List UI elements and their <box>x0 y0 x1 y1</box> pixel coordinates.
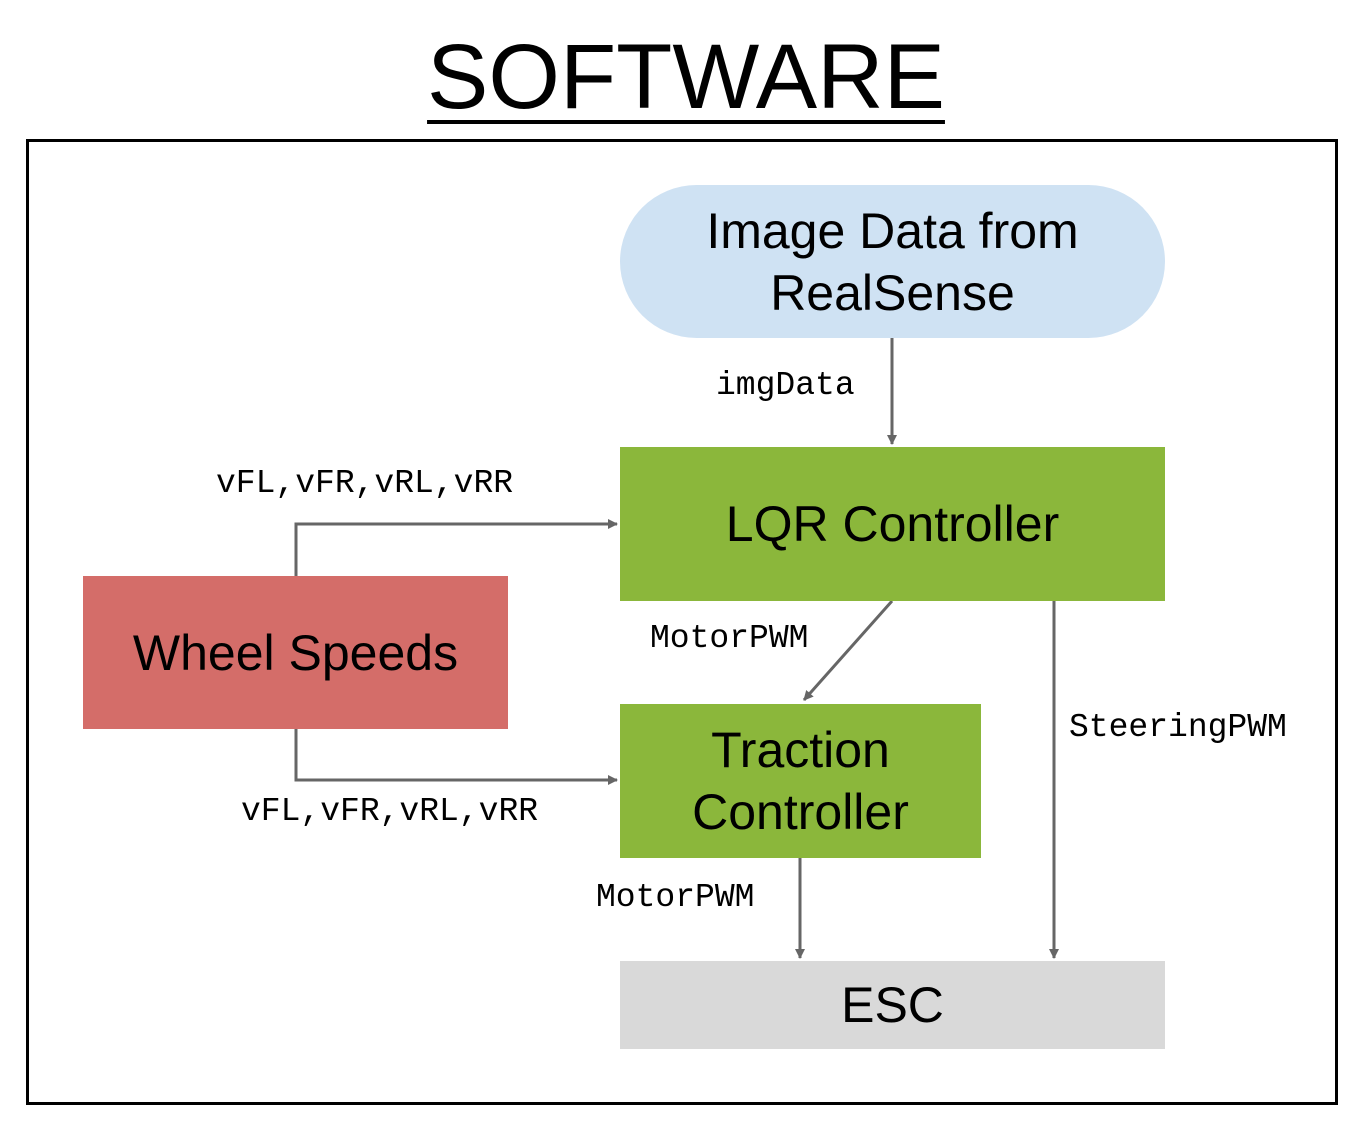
image-data-label: Image Data from RealSense <box>706 202 1079 321</box>
arrow-lqr-to-traction <box>802 600 894 701</box>
image-data-node: Image Data from RealSense <box>620 185 1165 338</box>
edge-label-traction-motorpwm: MotorPWM <box>596 879 755 916</box>
arrow-wheel-to-traction <box>294 729 618 785</box>
edge-label-imgdata: imgData <box>716 367 855 404</box>
traction-controller-label: Traction Controller <box>692 722 909 840</box>
traction-controller-node: Traction Controller <box>620 704 981 858</box>
edge-label-lqr-motorpwm: MotorPWM <box>650 620 809 657</box>
edge-label-wheel-to-traction: vFL,vFR,vRL,vRR <box>241 793 539 830</box>
edge-label-steeringpwm: SteeringPWM <box>1069 709 1287 746</box>
lqr-controller-label: LQR Controller <box>725 496 1060 552</box>
esc-label: ESC <box>841 977 944 1033</box>
software-frame <box>26 139 1338 1105</box>
diagram-title: SOFTWARE <box>427 26 945 128</box>
esc-node: ESC <box>620 961 1165 1049</box>
wheel-speeds-label: Wheel Speeds <box>132 624 459 681</box>
lqr-controller-node: LQR Controller <box>620 447 1165 601</box>
arrow-wheel-to-lqr <box>294 519 618 576</box>
edge-label-wheel-to-lqr: vFL,vFR,vRL,vRR <box>216 465 514 502</box>
wheel-speeds-node: Wheel Speeds <box>83 576 508 729</box>
